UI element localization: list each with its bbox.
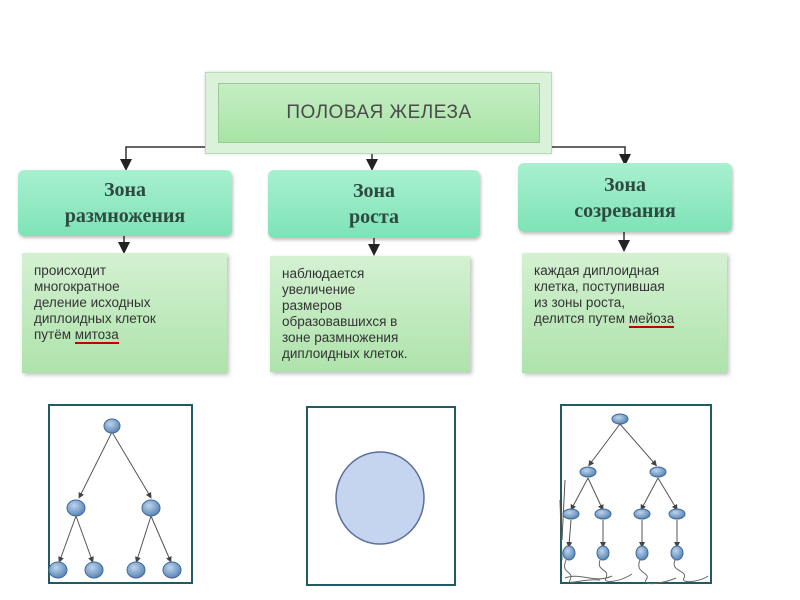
mitosis-cells — [48, 418, 182, 579]
zone-reproduction-title-1: Зона — [103, 179, 147, 201]
desc-line: наблюдается — [282, 266, 365, 281]
cell — [103, 418, 121, 434]
zone-maturation-title-2: созревания — [574, 199, 676, 222]
sperm-tails — [564, 559, 709, 585]
cell — [562, 508, 580, 520]
desc-line: деление исходных — [34, 295, 151, 310]
cell — [66, 499, 86, 517]
mitosis-diagram-frame — [48, 404, 193, 584]
cell — [48, 561, 68, 579]
desc-line: диплоидных клеток — [34, 311, 156, 326]
zone-growth-title-2: роста — [348, 206, 400, 228]
cell — [162, 561, 182, 579]
cell — [141, 499, 161, 517]
cell — [668, 508, 686, 520]
meiosis-tree — [559, 423, 680, 561]
desc-prefix: путём — [34, 327, 75, 342]
gonad-title: ПОЛОВАЯ ЖЕЛЕЗА — [218, 83, 540, 143]
zone-growth-title-1: Зона — [352, 180, 396, 202]
desc-line: размеров — [282, 298, 343, 313]
zone-reproduction-title-2: размножения — [64, 205, 186, 227]
cell — [84, 561, 104, 579]
cell — [633, 508, 651, 520]
cell — [579, 466, 597, 478]
desc-line: зоне размножения — [282, 330, 399, 345]
desc-line: происходит — [34, 263, 107, 278]
term-meiosis: мейоза — [628, 311, 675, 328]
desc-line: многократное — [34, 279, 120, 294]
sperm-head — [635, 545, 649, 561]
zone-maturation-description: каждая диплоидная клетка, поступившая из… — [522, 253, 727, 373]
sperm-head — [562, 545, 576, 561]
desc-prefix: делится путем — [534, 311, 629, 326]
zone-maturation-header: Зона созревания — [518, 163, 732, 232]
desc-line: из зоны роста, — [534, 295, 625, 310]
term-mitosis: митоза — [74, 327, 119, 344]
zone-reproduction-description: происходит многократное деление исходных… — [22, 253, 227, 373]
meiosis-cells — [562, 413, 686, 561]
large-cell — [335, 451, 425, 545]
desc-line: увеличение — [282, 282, 356, 297]
desc-line: диплоидных клеток. — [282, 346, 408, 361]
zone-growth-header: Зона роста — [268, 170, 480, 238]
cell — [649, 466, 667, 478]
sperm-head — [596, 545, 610, 561]
desc-line: каждая диплоидная — [534, 263, 660, 278]
cell — [594, 508, 612, 520]
cell — [611, 413, 629, 425]
desc-line: клетка, поступившая — [534, 279, 665, 294]
desc-line: образовавшихся в — [282, 314, 398, 329]
zone-growth-description: наблюдается увеличение размеров образова… — [270, 256, 470, 372]
cell — [126, 561, 146, 579]
zone-reproduction-header: Зона размножения — [18, 170, 232, 236]
zone-maturation-title-1: Зона — [603, 173, 647, 196]
connector-zone1 — [120, 146, 218, 171]
sperm-head — [670, 545, 684, 561]
mitosis-tree — [58, 431, 172, 563]
connector-zone3 — [540, 146, 631, 166]
